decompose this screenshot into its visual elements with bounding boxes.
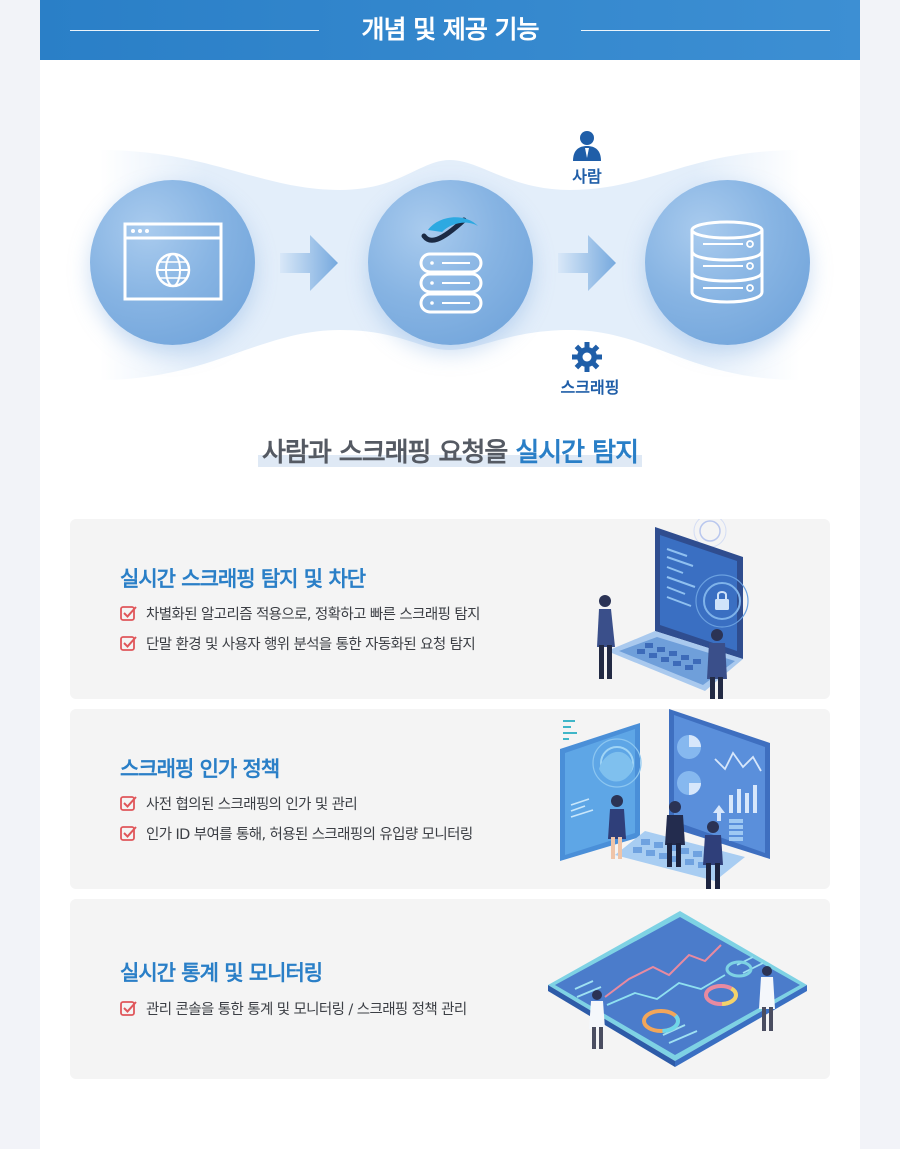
- card-title: 실시간 통계 및 모니터링: [120, 961, 323, 985]
- browser-globe-icon: [123, 222, 223, 301]
- headline: 사람과 스크래핑 요청을 실시간 탐지: [40, 432, 860, 469]
- section-title: 개념 및 제공 기능: [361, 15, 539, 44]
- list-item: 인가 ID 부여를 통해, 허용된 스크래핑의 유입량 모니터링: [120, 823, 473, 843]
- list-item: 단말 환경 및 사용자 행위 분석을 통한 자동화된 요청 탐지: [120, 633, 476, 653]
- database-node: [645, 180, 810, 345]
- scraping-label: 스크래핑: [560, 378, 620, 397]
- monitoring-console-illustration: [548, 911, 807, 1067]
- flow-diagram: 사람 스크래핑: [40, 80, 860, 420]
- list-item: 차별화된 알고리즘 적용으로, 정확하고 빠른 스크래핑 탐지: [120, 603, 480, 623]
- person-label: 사람: [572, 167, 602, 186]
- headline-accent: 실시간 탐지: [515, 438, 639, 468]
- card-title: 스크래핑 인가 정책: [120, 757, 280, 781]
- checkbox-checked-icon: [120, 795, 137, 811]
- checkbox-checked-icon: [120, 825, 137, 841]
- header-rule-left: [70, 30, 319, 31]
- checkbox-checked-icon: [120, 1000, 137, 1016]
- list-item: 관리 콘솔을 통한 통계 및 모니터링 / 스크래핑 정책 관리: [120, 998, 467, 1018]
- feature-card-monitoring: 실시간 통계 및 모니터링 관리 콘솔을 통한 통계 및 모니터링 / 스크래핑…: [70, 899, 830, 1079]
- gear-icon: [572, 342, 602, 372]
- arrow-right-icon: [558, 235, 616, 291]
- header-rule-right: [581, 30, 830, 31]
- section-header: 개념 및 제공 기능: [40, 0, 860, 60]
- browser-node: [90, 180, 255, 345]
- server-node: [368, 180, 533, 345]
- arrow-right-icon: [280, 235, 338, 291]
- feature-card-authorization: 스크래핑 인가 정책 사전 협의된 스크래핑의 인가 및 관리 인가 ID 부여…: [70, 709, 830, 889]
- headline-part1: 사람과 스크래핑 요청을: [261, 438, 516, 468]
- person-icon: [573, 131, 601, 161]
- database-icon: [690, 220, 764, 304]
- page: 개념 및 제공 기능: [40, 0, 860, 1149]
- checkbox-checked-icon: [120, 635, 137, 651]
- card-title: 실시간 스크래핑 탐지 및 차단: [120, 567, 366, 591]
- feature-card-detection: 실시간 스크래핑 탐지 및 차단 차별화된 알고리즘 적용으로, 정확하고 빠른…: [70, 519, 830, 699]
- list-item: 사전 협의된 스크래핑의 인가 및 관리: [120, 793, 358, 813]
- laptop-security-illustration: [597, 519, 749, 699]
- checkbox-checked-icon: [120, 605, 137, 621]
- server-shield-icon: [419, 217, 483, 314]
- data-dashboard-illustration: [560, 709, 770, 889]
